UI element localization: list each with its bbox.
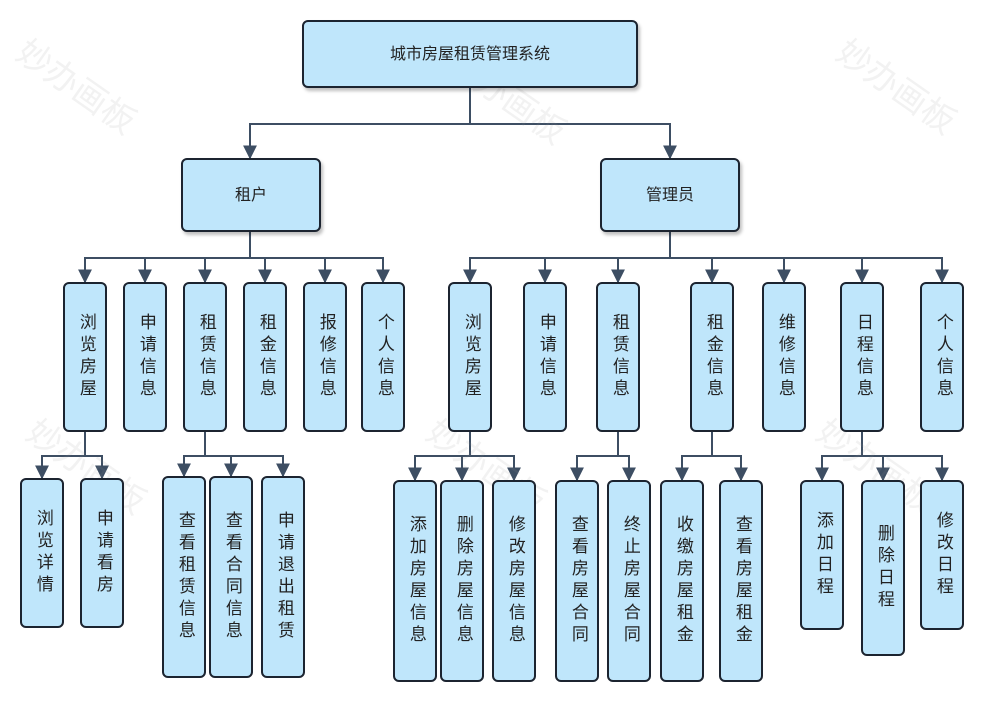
root-node: 城市房屋租赁管理系统 <box>302 20 638 88</box>
tenant-item-profile: 个人信息 <box>361 282 405 432</box>
admin-browse-add: 添加房屋信息 <box>393 480 437 682</box>
admin-browse-edit: 修改房屋信息 <box>492 480 536 682</box>
admin-lease-terminate: 终止房屋合同 <box>607 480 651 682</box>
admin-item-browse: 浏览房屋 <box>448 282 492 432</box>
admin-rent-collect: 收缴房屋租金 <box>660 480 704 682</box>
admin-item-lease: 租赁信息 <box>596 282 640 432</box>
admin-item-maintenance: 维修信息 <box>762 282 806 432</box>
admin-browse-delete: 删除房屋信息 <box>440 480 484 682</box>
tenant-node: 租户 <box>181 158 321 232</box>
tenant-lease-contract: 查看合同信息 <box>209 476 253 678</box>
admin-item-apply: 申请信息 <box>523 282 567 432</box>
admin-node: 管理员 <box>600 158 740 232</box>
tenant-browse-viewing: 申请看房 <box>80 478 124 628</box>
tenant-lease-view: 查看租赁信息 <box>162 476 206 678</box>
admin-schedule-edit: 修改日程 <box>920 480 964 630</box>
tenant-lease-exit: 申请退出租赁 <box>261 476 305 678</box>
admin-item-rent: 租金信息 <box>690 282 734 432</box>
admin-lease-view: 查看房屋合同 <box>555 480 599 682</box>
tenant-item-rent: 租金信息 <box>243 282 287 432</box>
tenant-item-browse: 浏览房屋 <box>63 282 107 432</box>
admin-schedule-add: 添加日程 <box>800 480 844 630</box>
tenant-item-lease: 租赁信息 <box>183 282 227 432</box>
admin-item-profile: 个人信息 <box>920 282 964 432</box>
admin-schedule-delete: 删除日程 <box>861 480 905 656</box>
tenant-item-repair: 报修信息 <box>303 282 347 432</box>
admin-rent-view: 查看房屋租金 <box>719 480 763 682</box>
admin-item-schedule: 日程信息 <box>840 282 884 432</box>
tenant-browse-detail: 浏览详情 <box>20 478 64 628</box>
tenant-item-apply: 申请信息 <box>123 282 167 432</box>
